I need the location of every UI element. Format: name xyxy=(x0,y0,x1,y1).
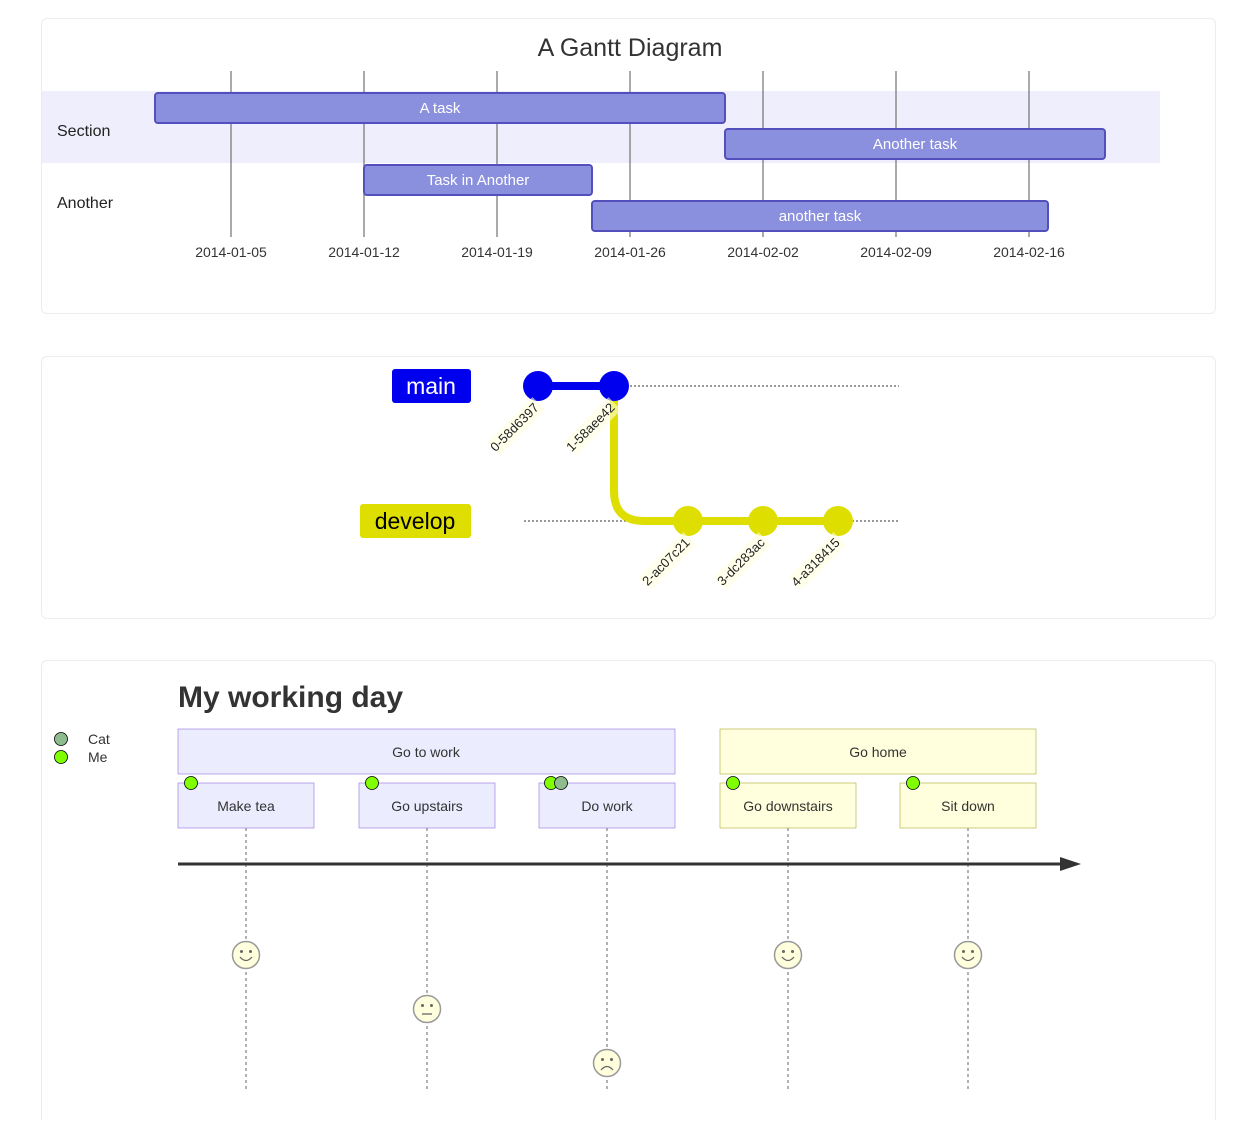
legend-label-cat: Cat xyxy=(88,731,110,747)
journey-section-label: Go to work xyxy=(392,744,461,760)
journey-task-label: Do work xyxy=(581,798,633,814)
journey-section-label: Go home xyxy=(849,744,907,760)
branch-name-develop: develop xyxy=(375,508,456,534)
gantt-section-label: Section xyxy=(57,123,110,140)
happy-face-icon xyxy=(953,940,983,970)
journey-task xyxy=(899,782,1037,829)
commit-node[interactable] xyxy=(748,506,778,536)
happy-face-icon xyxy=(231,940,261,970)
commit-label: 2-ac07c21 xyxy=(638,532,697,591)
actor-dot-cat xyxy=(554,776,568,790)
journey-task xyxy=(358,782,496,829)
svg-text:3-dc283ac: 3-dc283ac xyxy=(714,535,768,589)
gantt-section-label: Another xyxy=(57,195,114,212)
happy-face-icon xyxy=(773,940,803,970)
branch-label-main xyxy=(392,369,471,403)
gantt-tick-label: 2014-02-09 xyxy=(860,244,932,260)
gantt-task-bar[interactable] xyxy=(154,92,726,124)
gantt-tick-label: 2014-01-12 xyxy=(328,244,400,260)
branch-name-main: main xyxy=(406,373,456,399)
gantt-tick-label: 2014-01-26 xyxy=(594,244,666,260)
svg-text:1-58aee42: 1-58aee42 xyxy=(563,400,618,455)
task-lines xyxy=(245,828,969,1091)
legend-dot-me xyxy=(54,750,68,764)
journey-task-label: Go downstairs xyxy=(743,798,832,814)
legend-dot-cat xyxy=(54,732,68,746)
gantt-task-label: Another task xyxy=(873,136,958,153)
actor-dot-me xyxy=(184,776,198,790)
gantt-diagram-panel: 2014-01-05 2014-01-12 2014-01-19 2014-01-26… xyxy=(41,18,1216,314)
svg-text:4-a318415: 4-a318415 xyxy=(788,535,843,590)
gantt-task-label: another task xyxy=(779,208,862,225)
commit-label: 0-58d6397 xyxy=(487,397,546,456)
journey-task-label: Make tea xyxy=(217,798,275,814)
journey-task xyxy=(719,782,857,829)
actor-dot-me xyxy=(365,776,379,790)
commit-node[interactable] xyxy=(599,371,629,401)
commit-link-develop xyxy=(610,386,839,525)
journey-task xyxy=(538,782,676,829)
user-journey-panel: My working day Cat Me Go to work Go home… xyxy=(41,660,1216,1120)
gantt-tick-label: 2014-01-19 xyxy=(461,244,533,260)
svg-text:0-58d6397: 0-58d6397 xyxy=(487,400,542,455)
commit-label: 4-a318415 xyxy=(788,532,847,591)
gantt-tick-label: 2014-01-05 xyxy=(195,244,267,260)
legend-label-me: Me xyxy=(88,749,108,765)
actor-dot-me xyxy=(726,776,740,790)
gantt-tick-label: 2014-02-02 xyxy=(727,244,799,260)
journey-section xyxy=(177,728,676,775)
gantt-task-bar[interactable] xyxy=(724,128,1106,160)
journey-task xyxy=(177,782,315,829)
journey-title: My working day xyxy=(178,681,403,714)
commit-label: 3-dc283ac xyxy=(713,532,772,591)
journey-task-label: Go upstairs xyxy=(391,798,463,814)
journey-section xyxy=(719,728,1037,775)
gantt-task-bar[interactable] xyxy=(591,200,1049,232)
gantt-title: A Gantt Diagram xyxy=(538,34,723,62)
git-graph-panel: main develop 0-58d6397 1-58aee42 2-ac07c… xyxy=(41,356,1216,619)
neutral-face-icon xyxy=(412,994,442,1024)
commit-node[interactable] xyxy=(673,506,703,536)
gantt-tick-label: 2014-02-16 xyxy=(993,244,1065,260)
git-graph: main develop 0-58d6397 1-58aee42 2-ac07c… xyxy=(360,369,899,591)
journey-axis-arrowhead xyxy=(1060,857,1081,871)
commit-node[interactable] xyxy=(523,371,553,401)
journey-task-label: Sit down xyxy=(941,798,995,814)
gantt-chart: 2014-01-05 2014-01-12 2014-01-19 2014-01-26… xyxy=(42,34,1160,260)
svg-text:2-ac07c21: 2-ac07c21 xyxy=(639,535,693,589)
actor-dot-me xyxy=(906,776,920,790)
commit-node[interactable] xyxy=(823,506,853,536)
user-journey: My working day Cat Me Go to work Go home… xyxy=(54,681,1081,1091)
gantt-task-bar[interactable] xyxy=(363,164,593,196)
branch-label-develop xyxy=(360,504,471,538)
gantt-task-label: Task in Another xyxy=(427,172,530,189)
gantt-task-label: A task xyxy=(420,100,461,117)
sad-face-icon xyxy=(592,1048,622,1078)
